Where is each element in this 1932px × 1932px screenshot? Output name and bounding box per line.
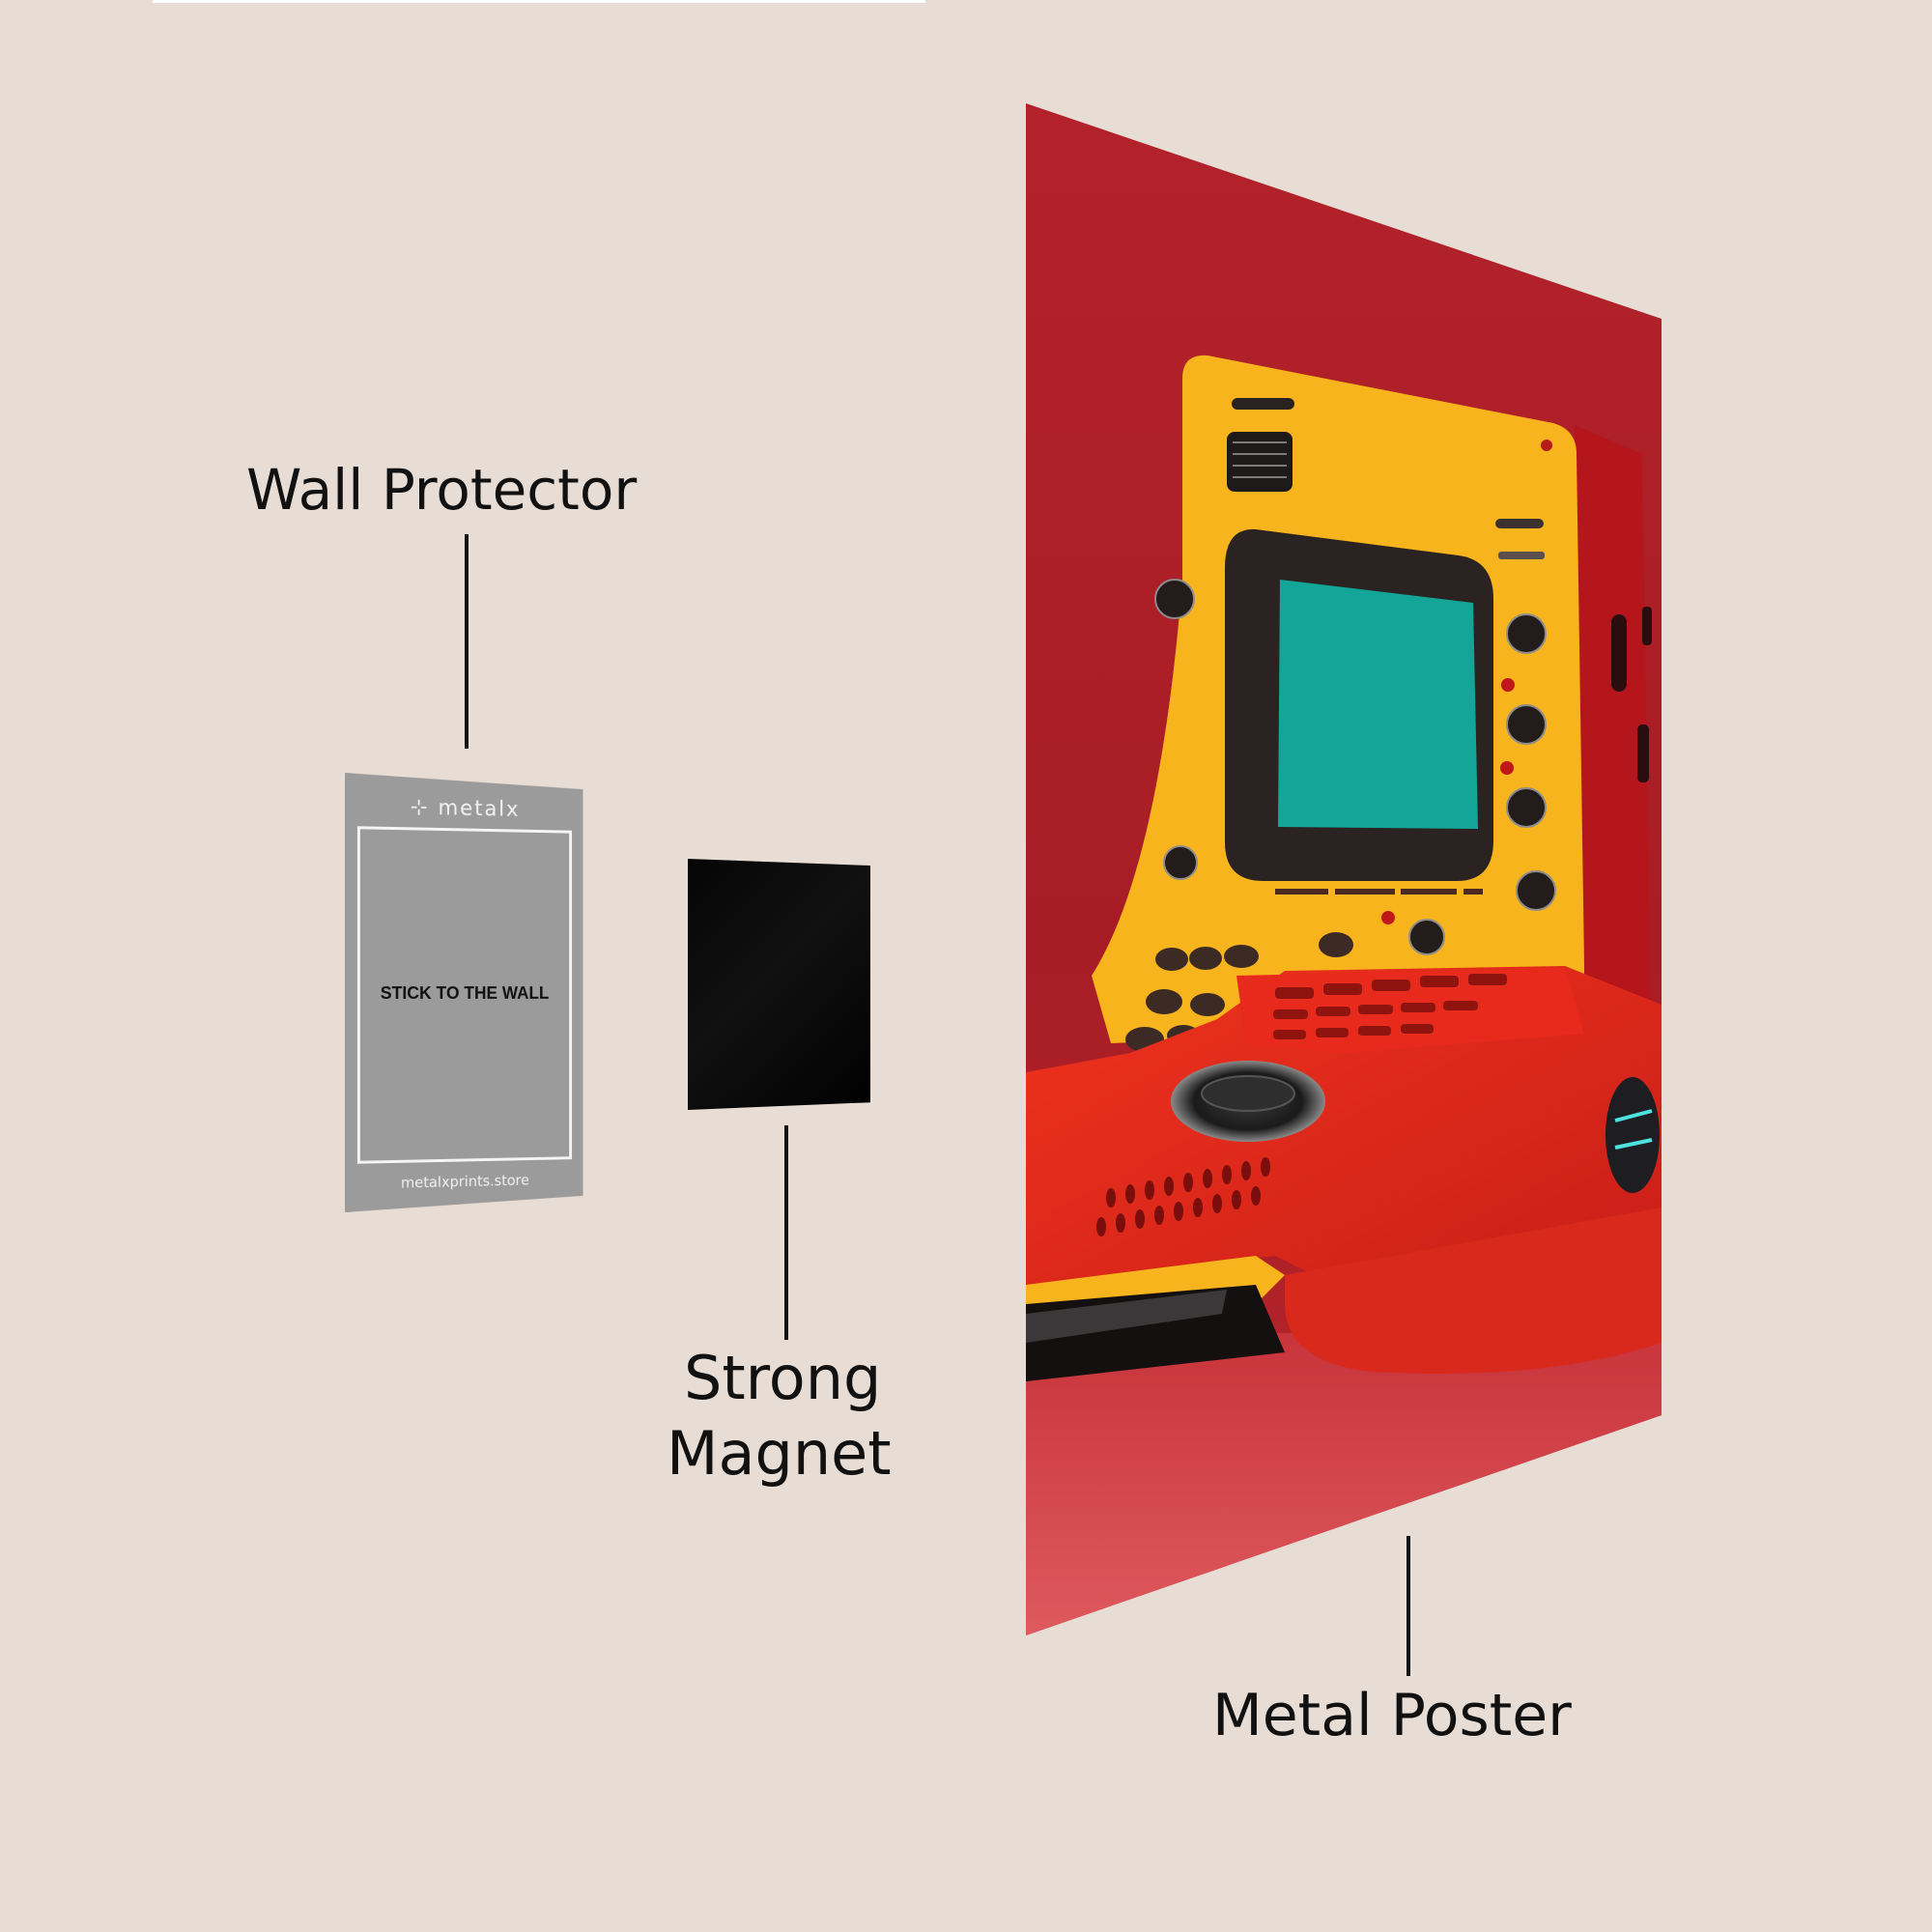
strong-magnet-label-line2: Magnet (667, 1418, 892, 1489)
wall-protector-leader-line (465, 534, 469, 749)
strong-magnet-label-line1: Strong (684, 1343, 882, 1413)
metal-poster-label: Metal Poster (1212, 1682, 1572, 1749)
strong-magnet-leader-line (784, 1125, 788, 1340)
metal-poster-leader-line (1406, 1536, 1410, 1676)
strong-magnet-plate (688, 859, 870, 1110)
wall-protector-label: Wall Protector (246, 457, 638, 523)
console-red-body (1026, 966, 1662, 1314)
console-screen (1278, 580, 1478, 829)
top-edge-strip (153, 0, 925, 3)
